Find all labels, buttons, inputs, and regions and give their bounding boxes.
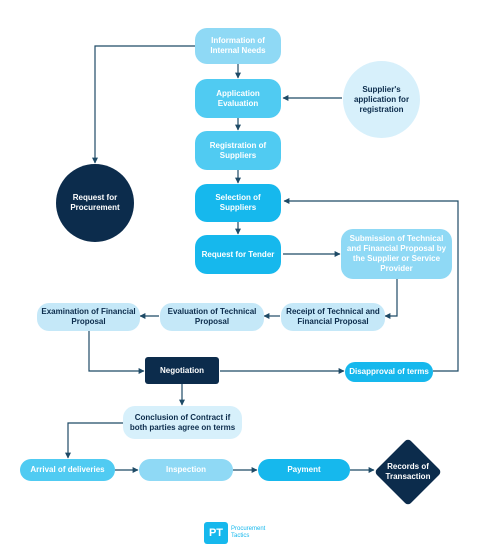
node-arrival-of-deliveries: Arrival of deliveries	[20, 459, 115, 481]
procurement-tactics-logo: PT Procurement Tactics	[204, 521, 265, 545]
arrow-conclusion-to-arrival	[65, 422, 123, 459]
node-internal-needs: Information of Internal Needs	[195, 28, 281, 64]
node-records-of-transaction: Records of Transaction	[374, 438, 442, 506]
node-registration-of-suppliers: Registration of Suppliers	[195, 131, 281, 170]
node-payment: Payment	[258, 459, 350, 481]
node-application-evaluation: Application Evaluation	[195, 79, 281, 118]
node-disapproval-of-terms: Disapproval of terms	[345, 362, 433, 382]
logo-mark: PT	[204, 522, 228, 544]
node-submission-of-proposal: Submission of Technical and Financial Pr…	[341, 229, 452, 279]
node-supplier-application: Supplier's application for registration	[343, 61, 420, 138]
node-receipt-of-proposal: Receipt of Technical and Financial Propo…	[281, 303, 385, 331]
node-selection-of-suppliers: Selection of Suppliers	[195, 184, 281, 222]
logo-line-1: Procurement	[231, 525, 266, 532]
records-of-transaction-label: Records of Transaction	[385, 462, 431, 481]
node-negotiation: Negotiation	[145, 357, 219, 384]
arrow-submission-to-receipt	[384, 279, 398, 319]
logo-wordmark: Procurement Tactics	[231, 526, 265, 540]
logo-line-2: Tactics	[231, 533, 250, 539]
node-conclusion-of-contract: Conclusion of Contract if both parties a…	[123, 406, 242, 439]
node-inspection: Inspection	[139, 459, 233, 481]
node-request-for-procurement: Request for Procurement	[56, 164, 134, 242]
node-request-for-tender: Request for Tender	[195, 235, 281, 274]
arrow-needs-to-procurement	[92, 45, 195, 164]
node-evaluation-technical: Evaluation of Technical Proposal	[160, 303, 264, 331]
arrow-examination-to-negotiation	[88, 330, 145, 374]
node-examination-financial: Examination of Financial Proposal	[37, 303, 140, 331]
arrow-disapproval-to-selection	[283, 198, 459, 372]
